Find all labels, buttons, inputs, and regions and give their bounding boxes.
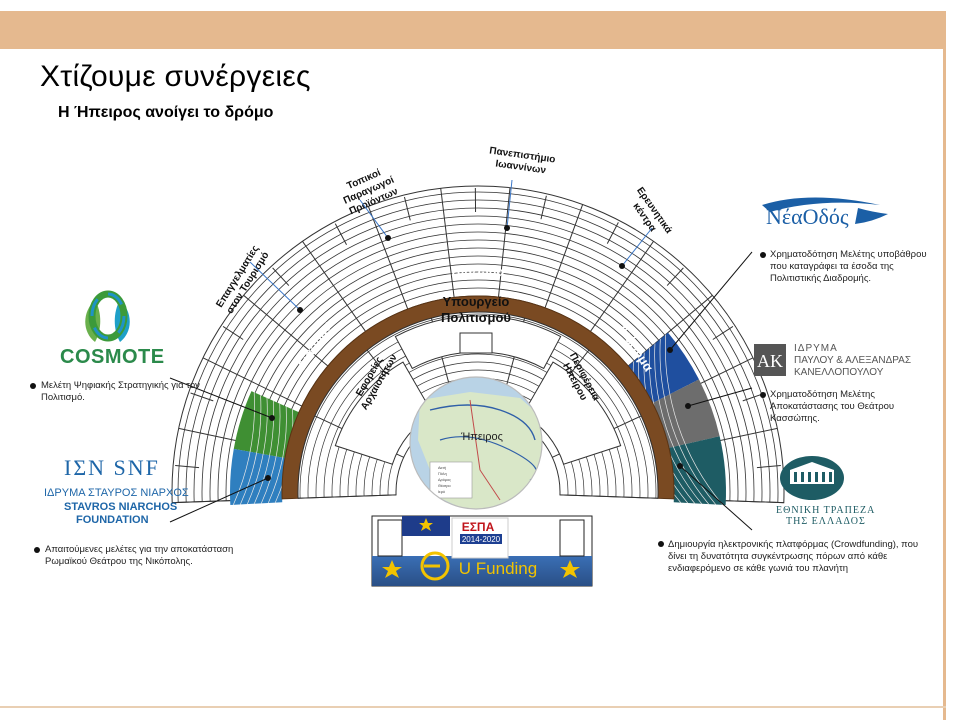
stair-line <box>175 465 200 469</box>
nbg-note: Δημιουργία ηλεκτρονικής πλατφόρμας (Crow… <box>668 539 919 574</box>
map-legend-item: Ιερό <box>438 490 445 494</box>
label-panepistimio: ΠανεπιστήμιοΙωαννίνων <box>487 145 556 177</box>
stair-line <box>222 326 244 340</box>
kanellopoulou-line-1: ΙΔΡΥΜΑ <box>794 343 838 354</box>
cavea-divider <box>590 241 654 332</box>
map-legend-item: Δρόμος <box>438 478 451 482</box>
nbg-line-2: ΤΗΣ ΕΛΛΑΔΟΣ <box>786 516 866 527</box>
cosmote-logo: COSMOTE <box>60 346 165 368</box>
funding-banner: ΕΣΠΑ 2014-2020 U Funding <box>371 515 593 587</box>
seat-row <box>193 207 763 502</box>
stair-line <box>540 195 547 220</box>
stair-line <box>190 392 214 402</box>
seat-row <box>225 239 731 501</box>
block-seat-row <box>664 334 723 506</box>
stair-line <box>403 196 411 221</box>
diazoma-label-top: Διάζωμα <box>451 264 504 279</box>
stair-line <box>756 465 781 469</box>
cavea-divider <box>440 188 455 298</box>
seat-row <box>217 231 739 502</box>
right-accent-border <box>943 49 946 720</box>
kanellopoulou-bullet <box>760 392 766 398</box>
label-topikoi-paragogoi: ΤοπικοίΠαραγωγοίΠροϊόντων <box>337 164 401 218</box>
cosmote-seat-block <box>233 391 299 458</box>
inner-divider <box>298 494 397 499</box>
header-accent-bar <box>0 11 946 49</box>
map-legend-item: Ακτή <box>438 466 446 470</box>
snf-logo-line-1: ΙΔΡΥΜΑ ΣΤΑΥΡΟΣ ΝΙΑΡΧΟΣ <box>44 487 189 499</box>
seat-row <box>185 199 771 503</box>
espa-years: 2014-2020 <box>462 535 501 544</box>
snf-logo-line-3: FOUNDATION <box>76 514 149 526</box>
cavea-divider <box>544 204 584 308</box>
nbg-line-1: ΕΘΝΙΚΗ ΤΡΑΠΕΖΑ <box>776 505 876 516</box>
epirus-map <box>410 377 542 509</box>
snf-bullet <box>34 547 40 553</box>
espa-logo: ΕΣΠΑ <box>462 520 495 534</box>
neaodos-note: Χρηματοδότηση Μελέτης υποβάθρου που κατα… <box>770 249 927 284</box>
cavea-divider <box>302 241 366 332</box>
nbg-seat-block <box>668 436 726 505</box>
kanellopoulou-note: Χρηματοδότηση Μελέτης Αποκατάστασης του … <box>770 389 895 424</box>
kanellopoulou-logo-mark: ΑΚ <box>754 344 786 376</box>
sponsor-seat-blocks <box>230 332 726 506</box>
funding-label: U Funding <box>459 559 537 578</box>
slide-title: Χτίζουμε συνέργειες <box>40 60 311 93</box>
cosmote-note: Μελέτη Ψηφιακής Στρατηγικής για τον Πολι… <box>41 380 200 403</box>
stair-line <box>272 267 290 286</box>
stair-line <box>712 326 734 340</box>
map-legend-item: Πόλη <box>438 472 447 476</box>
cosmote-bullet <box>30 383 36 389</box>
block-seat-row <box>246 398 268 505</box>
neaodos-bullet <box>760 252 766 258</box>
seat-row <box>177 191 779 503</box>
map-circle-border <box>409 376 543 510</box>
block-seat-row <box>267 406 287 504</box>
bottom-divider <box>0 706 946 708</box>
neaodos-logo: ΝέαΟδός <box>766 204 849 229</box>
cosmote-logo-mark <box>85 290 130 342</box>
stair-line <box>666 267 684 286</box>
inner-label-area-right <box>522 361 622 465</box>
snf-logo: ΙΣΝ SNF <box>64 455 160 480</box>
block-seat-row <box>233 392 255 505</box>
block-seat-row <box>654 343 709 505</box>
inner-seat-row <box>299 313 657 499</box>
stair-line <box>334 223 347 246</box>
neaodos-seat-block <box>628 332 699 404</box>
block-seat-row <box>253 400 275 504</box>
map-legend-item: Θέατρο <box>438 484 451 488</box>
block-seat-row <box>659 338 716 505</box>
block-seat-row <box>260 403 281 504</box>
snf-logo-line-2: STAVROS NIARCHOS <box>64 501 178 513</box>
seat-row <box>209 223 747 502</box>
inner-divider <box>559 494 658 499</box>
neaodos-logo-mark <box>762 197 888 224</box>
cavea-divider <box>243 294 329 367</box>
kanellopoulou-line-2: ΠΑΥΛΟΥ & ΑΛΕΞΑΝΔΡΑΣ <box>794 355 912 366</box>
kanellopoulou-line-3: ΚΑΝΕΛΛΟΠΟΥΛΟΥ <box>794 367 884 378</box>
nbg-logo-mark <box>780 456 844 500</box>
stair-line <box>606 222 619 244</box>
cavea-divider <box>627 294 713 367</box>
cavea-divider <box>202 357 303 407</box>
seat-row <box>201 215 755 502</box>
cavea-divider <box>497 187 511 298</box>
slide-subtitle: Η Ήπειρος ανοίγει το δρόμο <box>58 104 274 121</box>
kanellopoulou-seat-block <box>652 379 720 448</box>
snf-note: Απαιτούμενες μελέτες για την αποκατάστασ… <box>45 544 234 567</box>
nbg-bullet <box>658 541 664 547</box>
block-seat-row <box>240 395 262 505</box>
cavea-divider <box>367 206 409 310</box>
map-label-ipeiros: Ήπειρος <box>460 431 503 443</box>
kanellopoulou-mark-text: ΑΚ <box>757 351 783 371</box>
